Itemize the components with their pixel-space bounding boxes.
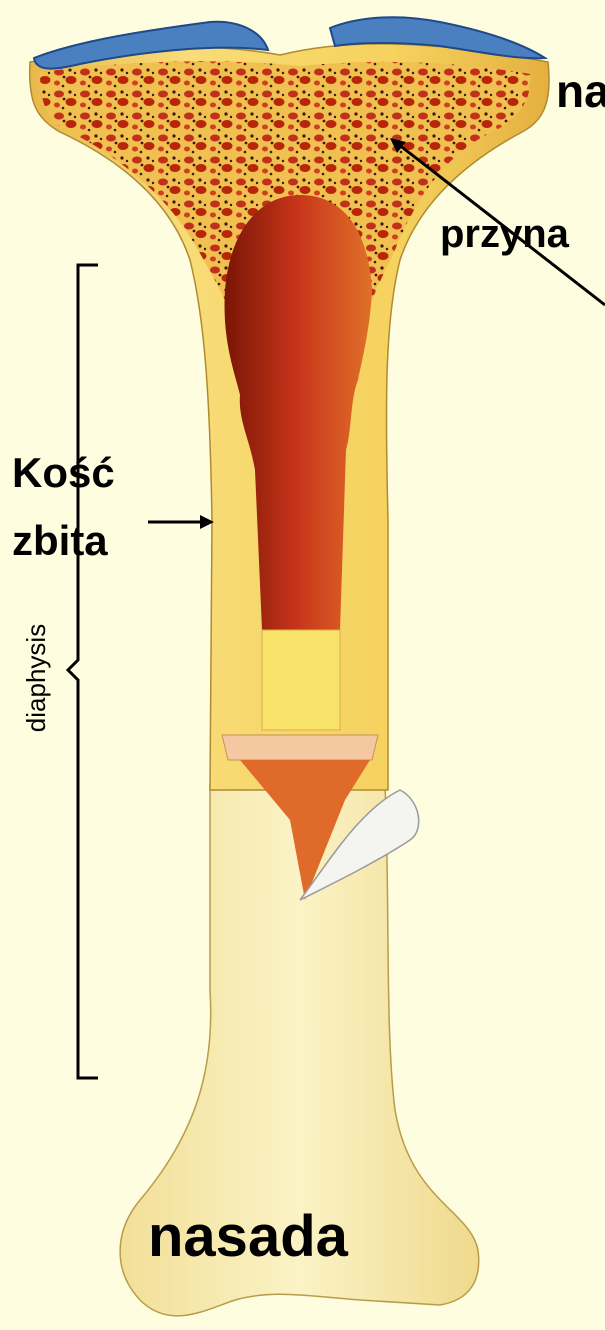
yellow-marrow bbox=[262, 630, 340, 730]
label-diaphysis: diaphysis bbox=[23, 608, 49, 748]
label-metaphysis: przyna bbox=[440, 214, 569, 254]
cut-section bbox=[222, 735, 378, 760]
label-compact-bone-line2: zbita bbox=[12, 520, 108, 562]
diaphysis-bracket bbox=[68, 265, 98, 1078]
label-epiphysis-top: na bbox=[556, 68, 605, 114]
label-epiphysis-bottom: nasada bbox=[148, 1208, 348, 1266]
label-compact-bone-line1: Kość bbox=[12, 452, 115, 494]
